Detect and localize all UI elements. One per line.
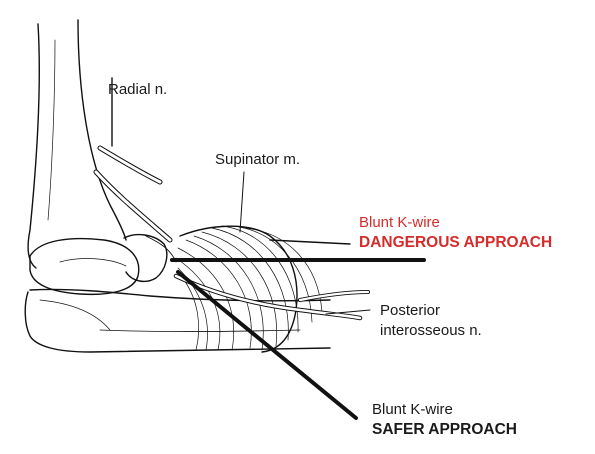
radial-nerve-label: Radial n. [108, 81, 168, 98]
humerus-shading [47, 39, 56, 221]
supinator-fiber [183, 279, 200, 351]
posterior-interosseous-label-line1: Posterior [380, 302, 441, 319]
forearm-shading [39, 299, 111, 331]
radial-nerve-branch-b-inner [94, 170, 172, 242]
forearm-top [29, 288, 331, 302]
safer-approach-label: SAFER APPROACH [372, 421, 517, 438]
supinator-leader [239, 171, 245, 233]
supinator-fiber [231, 225, 313, 323]
supinator-fiber [177, 247, 234, 351]
safer-k-wire [176, 270, 358, 420]
supinator-label: Supinator m. [215, 151, 301, 168]
radial-nerve-branch-a-inner [98, 146, 162, 184]
forearm-lower-bone [99, 329, 301, 332]
radial-head [123, 233, 168, 283]
safer-approach-title: Blunt K-wire [372, 401, 453, 418]
posterior-interosseous-nerve-inner [174, 274, 362, 320]
dangerous-approach-title: Blunt K-wire [359, 214, 440, 231]
humerus-outline [27, 23, 40, 269]
posterior-interosseous-nerve [173, 273, 363, 321]
capitellum [29, 237, 140, 296]
supinator-upper-edge [269, 239, 351, 245]
humerus-outline-inner [77, 19, 127, 241]
supinator-fiber [211, 227, 289, 341]
ulna-outline [24, 291, 331, 353]
capitellum-shading [59, 258, 127, 267]
nerve-branch-inner [298, 290, 370, 302]
posterior-leader [325, 309, 371, 315]
supinator-fiber [201, 231, 278, 347]
dangerous-approach-label: DANGEROUS APPROACH [359, 234, 553, 251]
supinator-fiber [193, 235, 264, 351]
posterior-interosseous-label-line2: interosseous n. [380, 322, 482, 339]
supinator-fiber [175, 257, 221, 351]
